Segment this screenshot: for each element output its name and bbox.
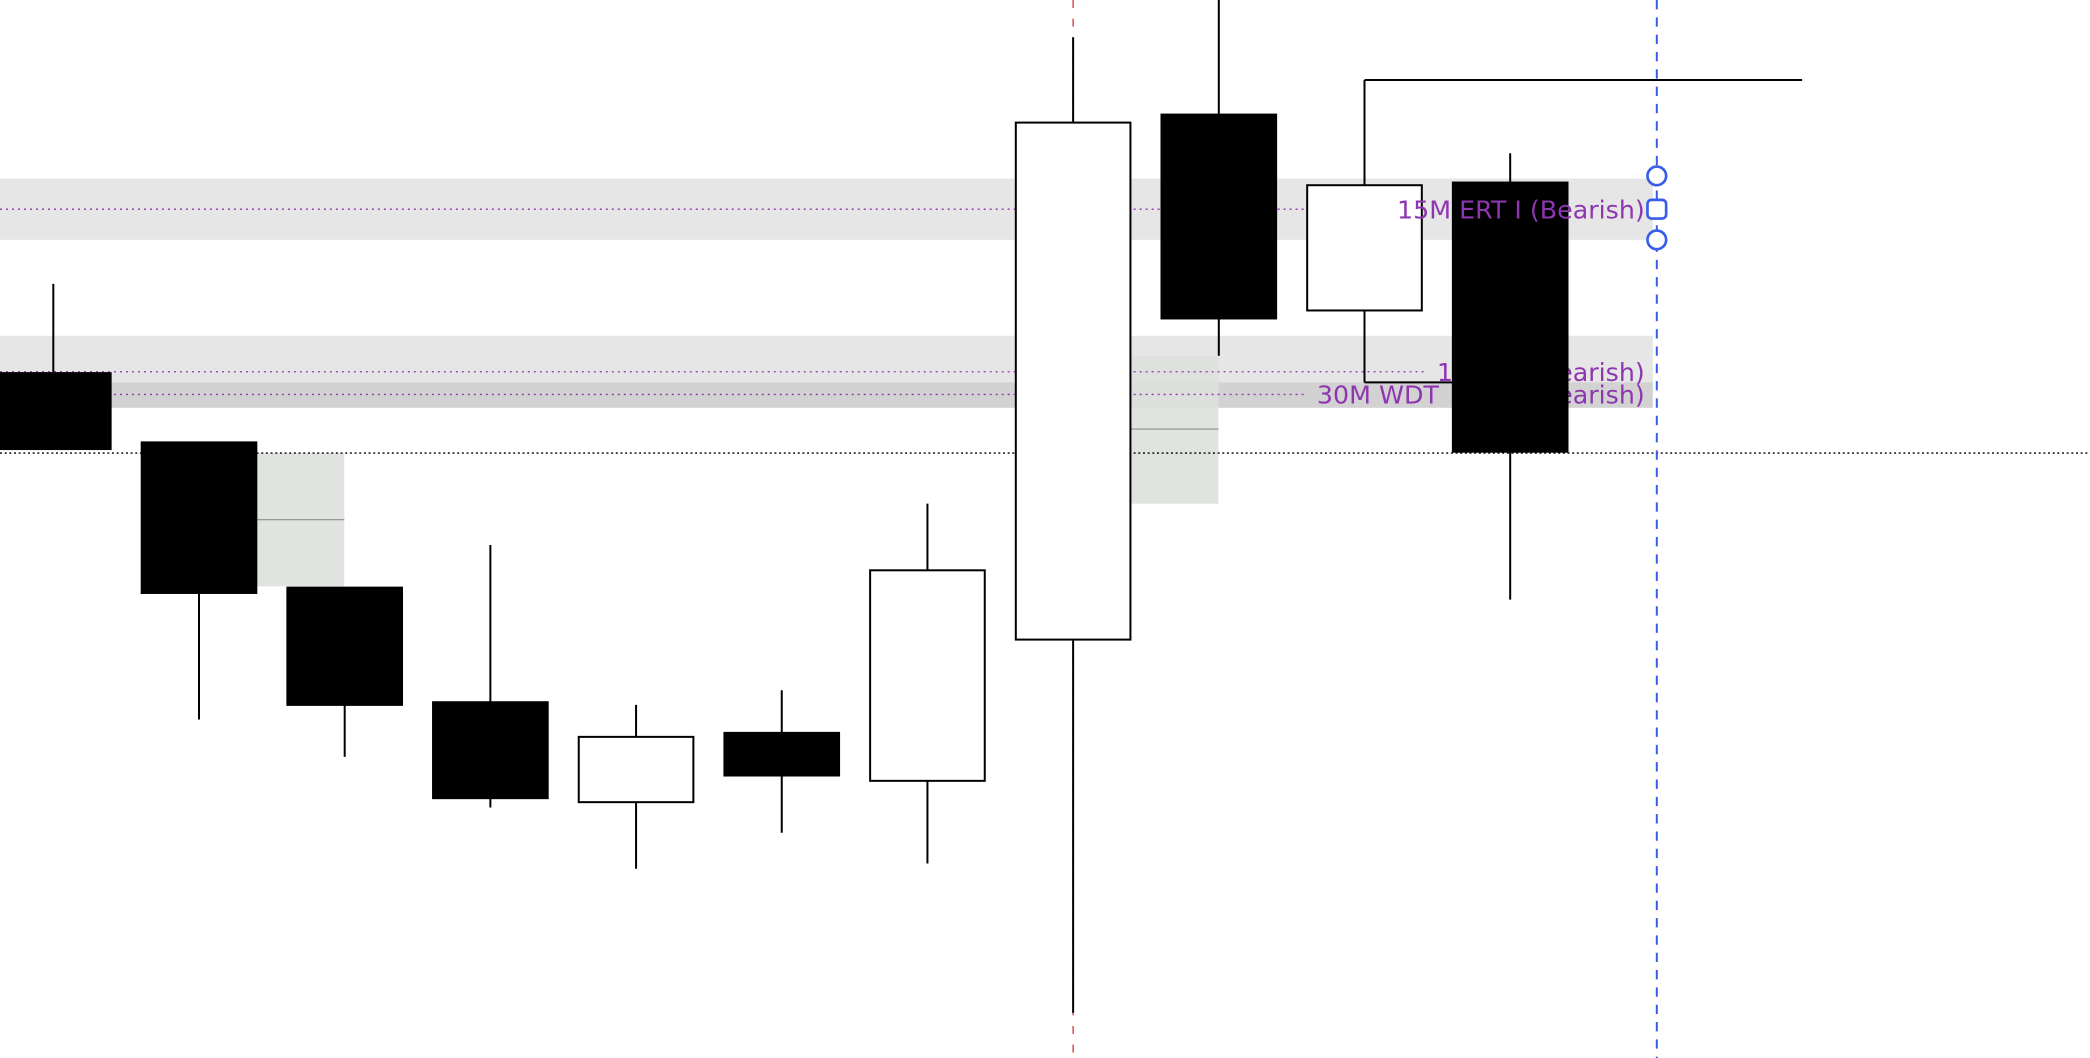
top-labels-layer: 15M ERT I (Bearish) (1397, 195, 1645, 225)
bullish-candle[interactable] (577, 735, 695, 804)
fvg-layer (256, 355, 1219, 587)
bearish-candle[interactable] (432, 701, 549, 800)
zone-label: earish) (1557, 357, 1645, 387)
bearish-candle[interactable] (140, 441, 258, 594)
fvg-box[interactable] (1130, 355, 1219, 504)
candles-layer (0, 0, 1803, 1013)
zone-label: earish) (1557, 380, 1645, 410)
zone-label: 1 (1437, 357, 1453, 387)
bullish-candle[interactable] (1306, 184, 1423, 312)
bullish-candle[interactable] (1014, 121, 1132, 641)
bearish-candle[interactable] (723, 731, 841, 777)
zone-band[interactable] (0, 382, 1653, 408)
move-handle[interactable] (1646, 198, 1668, 220)
overlay-layer (1646, 0, 1668, 1058)
bullish-candle[interactable] (869, 569, 986, 782)
zone-label: 15M ERT I (Bearish) (1397, 195, 1645, 225)
bearish-candle[interactable] (1451, 181, 1569, 453)
zone-label: 30M WDT (1317, 380, 1440, 410)
labels-layer: 1 earish) 30M WDT earish) (1317, 357, 1645, 410)
resize-handle-top[interactable] (1646, 165, 1668, 187)
bearish-candle[interactable] (286, 586, 404, 706)
bearish-candle[interactable] (1160, 113, 1278, 320)
bearish-candle[interactable] (0, 372, 112, 451)
resize-handle-bottom[interactable] (1646, 229, 1668, 251)
